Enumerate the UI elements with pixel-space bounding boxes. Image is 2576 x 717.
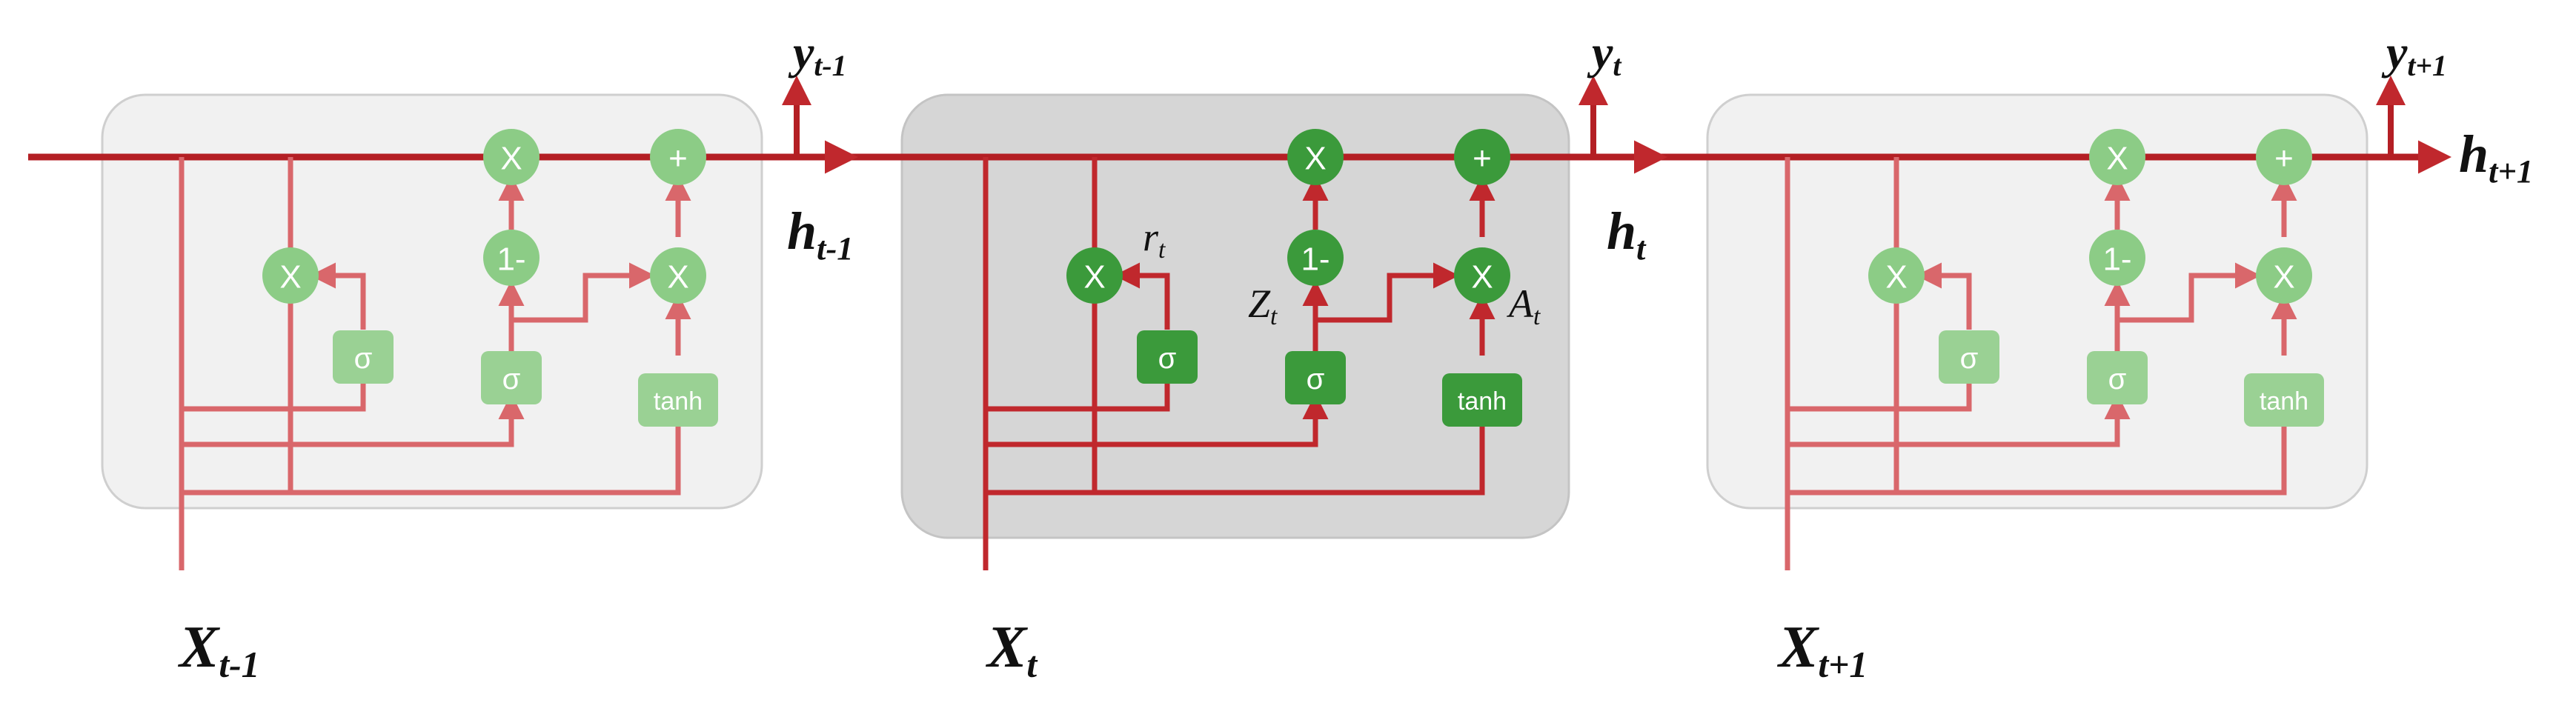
output-label-current: yt bbox=[1587, 26, 1622, 82]
update-sigma-gate bbox=[2087, 351, 2148, 404]
reset-sigma-gate bbox=[1939, 330, 1999, 384]
one-minus-node-label: 1- bbox=[2102, 241, 2131, 278]
candidate-multiply-node bbox=[1454, 247, 1510, 304]
hidden-label-prev: ht-1 bbox=[787, 201, 854, 267]
hidden-add-node-label: + bbox=[2274, 141, 2294, 177]
hidden-multiply-node bbox=[1287, 129, 1344, 185]
one-minus-node-label: 1- bbox=[1301, 241, 1330, 278]
input-to-tanh-line bbox=[1787, 406, 2287, 496]
update-to-multiply-line bbox=[511, 262, 655, 323]
hidden-add-node bbox=[650, 129, 706, 185]
hidden-add-node-label: + bbox=[668, 141, 688, 177]
input-label-current: Xt bbox=[985, 615, 1038, 685]
one-minus-node-label: 1- bbox=[497, 241, 525, 278]
cell-next-box bbox=[1706, 93, 2368, 510]
reset-sigma-gate-label: σ bbox=[1158, 342, 1177, 375]
reset-multiply-node-label: X bbox=[1885, 259, 1907, 296]
hidden-multiply-node-label: X bbox=[500, 141, 522, 177]
reset-multiply-node bbox=[1868, 247, 1925, 304]
update-sigma-gate bbox=[481, 351, 542, 404]
cell-next-internals: X X +1- Xσ σ tanh bbox=[1785, 129, 2324, 570]
update-to-multiply-line bbox=[1315, 262, 1459, 323]
reset-sigma-gate-label: σ bbox=[1960, 342, 1979, 375]
update-sigma-gate-label: σ bbox=[1307, 363, 1325, 396]
cell-prev-internals: X X +1- Xσ σ tanh bbox=[179, 129, 718, 570]
reset-gate-line bbox=[1114, 262, 1170, 330]
reset-multiply-node-label: X bbox=[1083, 259, 1105, 296]
output-label-prev: yt-1 bbox=[788, 26, 846, 82]
hidden-add-node-label: + bbox=[1473, 141, 1492, 177]
one-minus-node bbox=[483, 230, 540, 286]
candidate-multiply-node-label: X bbox=[1471, 259, 1493, 296]
candidate-multiply-node-label: X bbox=[2273, 259, 2294, 296]
input-to-reset-sigma-line bbox=[182, 376, 366, 412]
candidate-multiply-node bbox=[650, 247, 706, 304]
reset-gate-label: rt bbox=[1143, 215, 1166, 264]
update-sigma-gate-label: σ bbox=[502, 363, 521, 396]
tanh-gate bbox=[638, 373, 718, 427]
hidden-multiply-node bbox=[2089, 129, 2145, 185]
candidate-label: At bbox=[1507, 281, 1541, 330]
one-minus-node bbox=[1287, 230, 1344, 286]
tanh-gate-label: tanh bbox=[1458, 387, 1507, 416]
tanh-gate-label: tanh bbox=[2260, 387, 2308, 416]
input-to-tanh-line bbox=[986, 406, 1485, 496]
reset-multiply-node-label: X bbox=[279, 259, 301, 296]
reset-gate-line bbox=[1916, 262, 1972, 330]
update-sigma-gate bbox=[1285, 351, 1346, 404]
update-to-multiply-line bbox=[2117, 262, 2261, 323]
tanh-gate bbox=[2244, 373, 2324, 427]
reset-gate-line bbox=[310, 262, 366, 330]
tanh-gate-label: tanh bbox=[654, 387, 703, 416]
update-gate-label: Zt bbox=[1248, 281, 1278, 330]
input-label-next: Xt+1 bbox=[1776, 615, 1868, 685]
reset-multiply-node bbox=[262, 247, 319, 304]
input-to-reset-sigma-line bbox=[1787, 376, 1972, 412]
hidden-add-node bbox=[2256, 129, 2312, 185]
cell-current-internals: X X +1- Xσ σ tanh bbox=[983, 129, 1522, 570]
hidden-multiply-node-label: X bbox=[2106, 141, 2128, 177]
hidden-label-current: ht bbox=[1607, 201, 1647, 267]
cell-prev-box bbox=[101, 93, 763, 510]
input-label-prev: Xt-1 bbox=[177, 615, 259, 685]
one-minus-node bbox=[2089, 230, 2145, 286]
tanh-gate bbox=[1442, 373, 1522, 427]
candidate-multiply-node bbox=[2256, 247, 2312, 304]
hidden-add-node bbox=[1454, 129, 1510, 185]
hidden-multiply-node-label: X bbox=[1304, 141, 1326, 177]
hidden-label-next: ht+1 bbox=[2459, 124, 2533, 190]
cell-current-box bbox=[900, 93, 1570, 539]
output-label-next: yt+1 bbox=[2381, 26, 2447, 82]
input-to-reset-sigma-line bbox=[986, 376, 1170, 412]
reset-sigma-gate bbox=[333, 330, 394, 384]
update-sigma-gate-label: σ bbox=[2108, 363, 2127, 396]
reset-multiply-node bbox=[1066, 247, 1123, 304]
input-to-tanh-line bbox=[182, 406, 681, 496]
hidden-multiply-node bbox=[483, 129, 540, 185]
reset-sigma-gate bbox=[1137, 330, 1198, 384]
reset-sigma-gate-label: σ bbox=[354, 342, 373, 375]
candidate-multiply-node-label: X bbox=[667, 259, 688, 296]
